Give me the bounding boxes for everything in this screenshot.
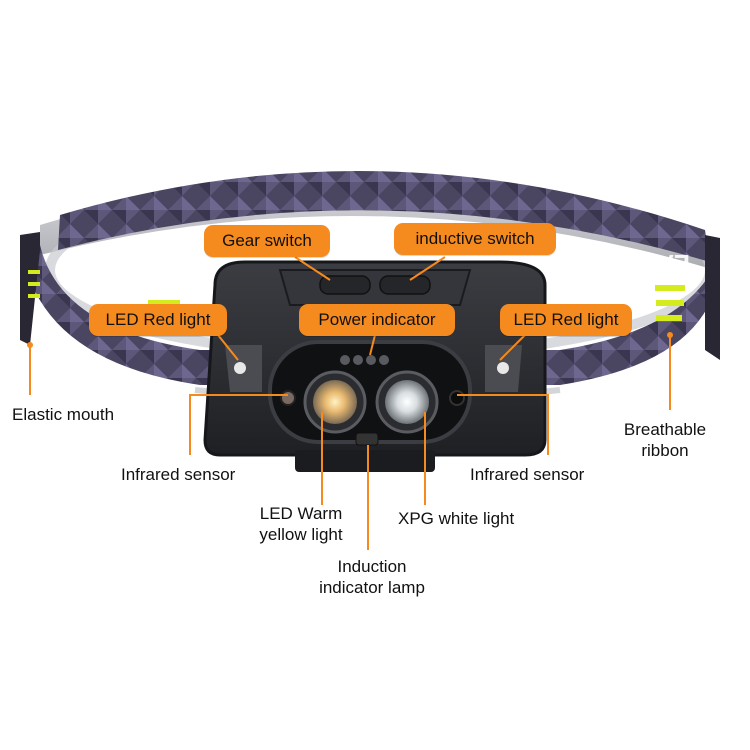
induction-lamp bbox=[355, 432, 379, 446]
xpg-white-label: XPG white light bbox=[398, 509, 515, 528]
infrared-sensor-right bbox=[449, 390, 465, 406]
inductive-switch-button bbox=[379, 275, 431, 295]
power-indicator-dots bbox=[340, 355, 389, 365]
housing-bottom-tab bbox=[295, 450, 435, 472]
switch-plate bbox=[278, 269, 472, 306]
infrared-sensor-left bbox=[280, 390, 296, 406]
led-warm-line1: LED Warm bbox=[259, 504, 343, 523]
induction-lamp-label: Induction indicator lamp bbox=[305, 556, 439, 598]
led-red-left-callout: LED Red light bbox=[89, 304, 227, 336]
infrared-sensor-right-label: Infrared sensor bbox=[470, 465, 585, 484]
induction-lamp-line1: Induction bbox=[337, 557, 407, 576]
elastic-mouth-label: Elastic mouth bbox=[12, 405, 115, 424]
induction-lamp-line2: indicator lamp bbox=[319, 578, 425, 597]
leader-lines bbox=[29, 256, 671, 550]
upper-strap bbox=[58, 170, 710, 262]
warm-led bbox=[313, 380, 357, 424]
white-led bbox=[385, 380, 429, 424]
gear-switch-callout: Gear switch bbox=[204, 225, 330, 257]
led-warm-label: LED Warm yellow light bbox=[241, 503, 361, 545]
breathable-ribbon-line1: Breathable bbox=[623, 420, 707, 439]
inductive-switch-callout: inductive switch bbox=[394, 223, 556, 255]
power-indicator-callout: Power indicator bbox=[299, 304, 455, 336]
svg-text:LAMP: LAMP bbox=[616, 249, 690, 279]
breathable-ribbon-line2: ribbon bbox=[641, 441, 689, 460]
infrared-sensor-left-label: Infrared sensor bbox=[121, 465, 236, 484]
led-warm-line2: yellow light bbox=[259, 525, 343, 544]
led-red-right-callout: LED Red light bbox=[500, 304, 632, 336]
gear-switch-button bbox=[319, 275, 371, 295]
breathable-ribbon-label: Breathable ribbon bbox=[615, 419, 715, 461]
